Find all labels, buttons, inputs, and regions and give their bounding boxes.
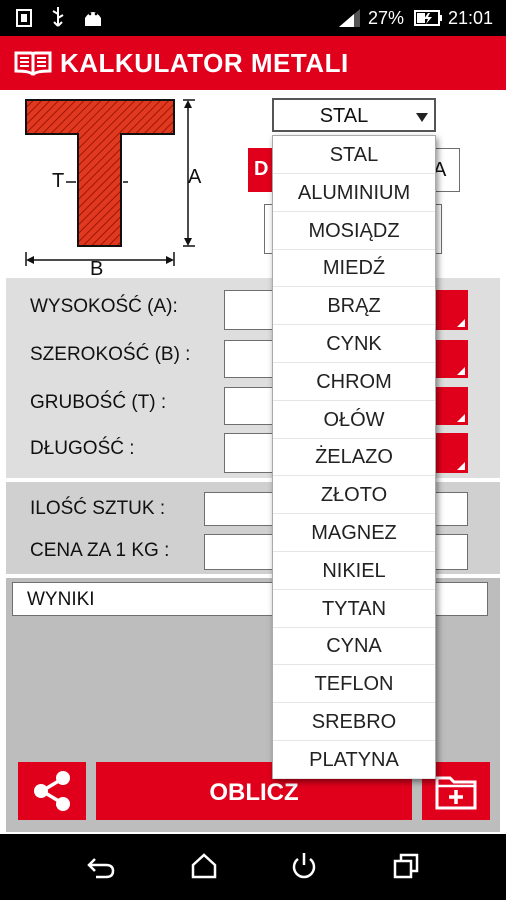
recent-apps-icon[interactable]	[392, 852, 420, 880]
dropdown-option[interactable]: MAGNEZ	[273, 514, 435, 552]
width-label: SZEROKOŚĆ (B) :	[30, 344, 191, 365]
quantity-label: ILOŚĆ SZTUK :	[30, 498, 166, 519]
height-unit-button[interactable]	[432, 290, 468, 330]
signal-icon	[339, 9, 360, 27]
dropdown-option[interactable]: MOSIĄDZ	[273, 212, 435, 250]
navigation-bar	[0, 834, 506, 900]
dropdown-option[interactable]: CYNK	[273, 325, 435, 363]
dropdown-option[interactable]: CHROM	[273, 363, 435, 401]
android-icon	[85, 12, 101, 26]
width-unit-button[interactable]	[432, 340, 468, 378]
dropdown-option[interactable]: SREBRO	[273, 703, 435, 741]
dropdown-option[interactable]: ZŁOTO	[273, 476, 435, 515]
back-icon[interactable]	[86, 854, 116, 880]
dropdown-option[interactable]: ALUMINIUM	[273, 174, 435, 212]
battery-charging-icon	[414, 10, 442, 26]
app-title: KALKULATOR METALI	[60, 48, 349, 78]
dropdown-option[interactable]: STAL	[273, 136, 435, 174]
dimension-label-a: A	[188, 166, 202, 188]
height-label: WYSOKOŚĆ (A):	[30, 296, 178, 317]
material-select-value: STAL	[319, 105, 369, 127]
price-label: CENA ZA 1 KG :	[30, 540, 170, 561]
length-label: DŁUGOŚĆ :	[30, 438, 135, 459]
dropdown-option[interactable]: CYNA	[273, 627, 435, 666]
home-icon[interactable]	[190, 852, 218, 880]
status-bar: 27% 21:01	[0, 0, 506, 36]
dropdown-option[interactable]: TEFLON	[273, 665, 435, 704]
usb-icon	[52, 7, 64, 27]
material-select[interactable]: STAL	[272, 98, 436, 132]
dropdown-option[interactable]: BRĄZ	[273, 287, 435, 326]
dropdown-option[interactable]: ŻELAZO	[273, 438, 435, 477]
dropdown-option[interactable]: OŁÓW	[273, 401, 435, 439]
clock: 21:01	[448, 8, 494, 28]
power-icon[interactable]	[290, 851, 318, 881]
battery-percent: 27%	[368, 8, 405, 28]
share-icon	[34, 771, 70, 811]
dropdown-option[interactable]: TYTAN	[273, 590, 435, 628]
share-button[interactable]	[18, 762, 86, 820]
t-profile-diagram	[25, 99, 195, 266]
open-book-icon	[14, 51, 52, 76]
dropdown-arrow-icon	[416, 113, 428, 122]
sim-icon	[16, 9, 32, 27]
dimension-label-t: T	[52, 170, 65, 192]
dropdown-option[interactable]: NIKIEL	[273, 552, 435, 590]
thickness-label: GRUBOŚĆ (T) :	[30, 392, 167, 413]
dropdown-option[interactable]: MIEDŹ	[273, 249, 435, 288]
dropdown-option[interactable]: PLATYNA	[273, 741, 435, 779]
dimension-label-b: B	[90, 258, 104, 280]
thickness-unit-button[interactable]	[432, 387, 468, 425]
length-unit-button[interactable]	[432, 433, 468, 473]
app-bar: KALKULATOR METALI	[0, 36, 506, 90]
calculate-button[interactable]: OBLICZ	[96, 762, 412, 820]
folder-add-icon	[435, 776, 477, 810]
